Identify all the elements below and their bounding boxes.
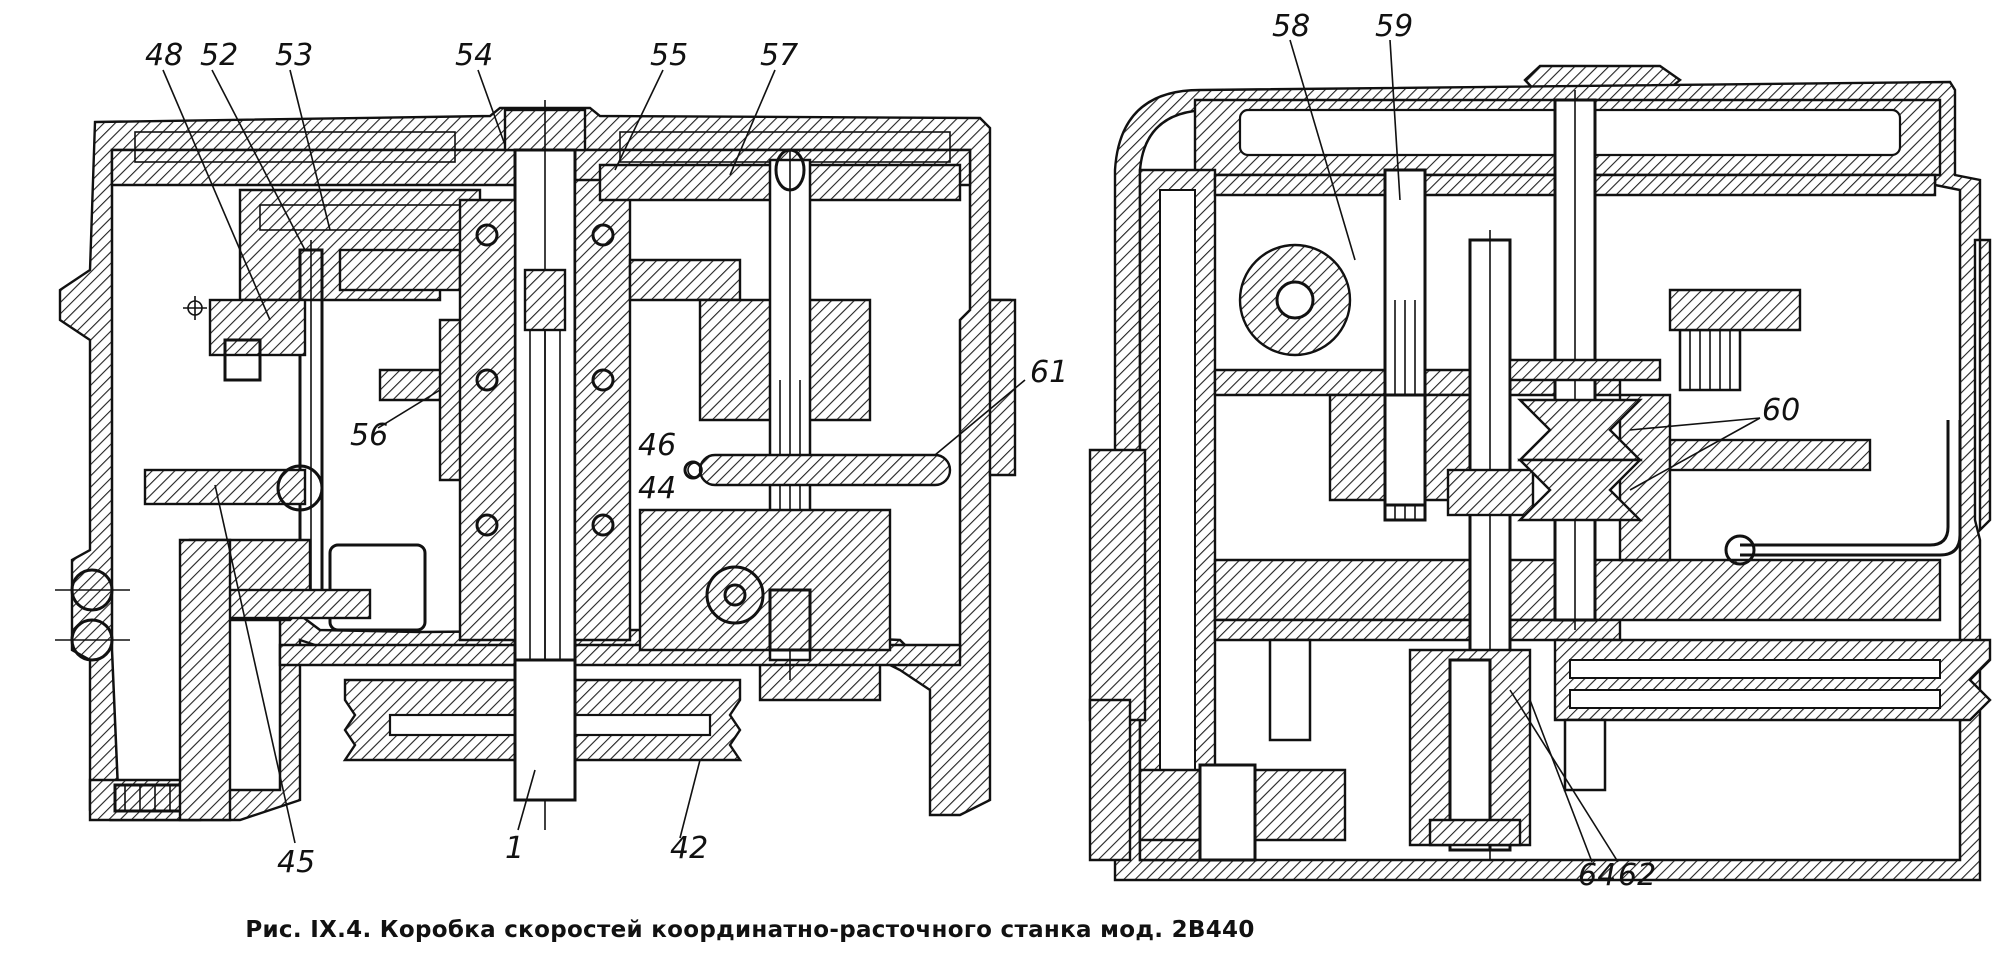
bearing-balls	[475, 223, 615, 537]
label-56: 56	[350, 418, 388, 453]
label-57: 57	[760, 38, 798, 73]
label-54: 54	[455, 38, 493, 73]
label-42: 42	[670, 831, 708, 866]
label-53: 53	[275, 38, 313, 73]
figure-caption: Рис. IX.4. Коробка скоростей координатно…	[245, 917, 1255, 943]
callout-leaders	[162, 39, 1761, 863]
label-59: 59	[1375, 9, 1413, 44]
label-64: 64	[1578, 858, 1616, 893]
right-section-view	[1088, 64, 1992, 882]
left-section-view	[55, 100, 1017, 830]
label-44: 44	[638, 471, 676, 506]
label-58: 58	[1272, 9, 1310, 44]
label-52: 52	[200, 38, 238, 73]
label-61: 61	[1030, 355, 1068, 390]
label-1: 1	[505, 831, 524, 866]
label-62: 62	[1618, 858, 1656, 893]
label-45: 45	[277, 845, 315, 880]
label-48: 48	[145, 38, 183, 73]
label-55: 55	[650, 38, 688, 73]
centre-marks	[55, 296, 703, 641]
label-46: 46	[638, 428, 676, 463]
label-60: 60	[1762, 393, 1800, 428]
callout-labels: 48 52 53 54 55 57 56 46 44 61 45 1 42 58…	[145, 9, 1800, 893]
